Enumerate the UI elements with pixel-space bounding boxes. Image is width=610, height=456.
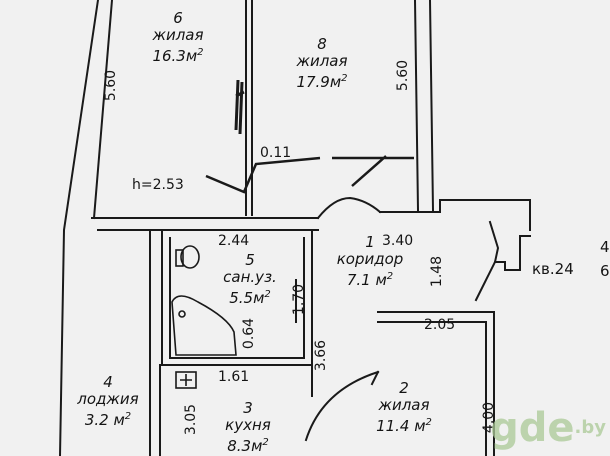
watermark-logo: gde.by bbox=[490, 408, 606, 448]
door-arc-room2 bbox=[304, 370, 380, 442]
room-6-area-sup: 2 bbox=[197, 47, 204, 58]
pen-mark-top bbox=[332, 155, 414, 187]
wall-left-outer bbox=[58, 0, 100, 456]
room-3-name: кухня bbox=[225, 416, 271, 434]
bathtub-icon bbox=[171, 295, 237, 356]
dim-560-right: 5.60 bbox=[395, 59, 412, 92]
door-arc-corridor bbox=[316, 196, 382, 220]
room-2-name: жилая bbox=[378, 396, 430, 414]
room-8-label: 8 жилая 17.9м2 bbox=[282, 36, 362, 91]
room-4-number: 4 bbox=[103, 373, 113, 391]
room-2-area: 11.4 м bbox=[376, 417, 426, 435]
dim-205: 2.05 bbox=[424, 317, 456, 333]
dim-244: 2.44 bbox=[218, 233, 250, 249]
door-swing-right bbox=[474, 260, 497, 302]
room-2-area-sup: 2 bbox=[425, 417, 432, 428]
room-3-number: 3 bbox=[243, 399, 253, 417]
room-8-area-sup: 2 bbox=[341, 73, 348, 84]
room-5-label: 5 сан.уз. 5.5м2 bbox=[210, 252, 290, 307]
room-1-number: 1 bbox=[365, 233, 375, 251]
toilet-icon bbox=[180, 245, 200, 269]
dim-305: 3.05 bbox=[183, 403, 200, 436]
room-6-label: 6 жилая 16.3м2 bbox=[138, 10, 218, 65]
dim-560-left: 5.60 bbox=[103, 69, 120, 102]
wall-room2-top-b bbox=[377, 321, 487, 456]
room-2-label: 2 жилая 11.4 м2 bbox=[364, 380, 444, 435]
room-4-label: 4 лоджия 3.2 м2 bbox=[68, 374, 148, 429]
wall-right-8-inner bbox=[413, 0, 420, 212]
room-4-area: 3.2 м bbox=[84, 411, 125, 429]
edge-fragment-bottom: 6 bbox=[600, 262, 610, 280]
room-8-number: 8 bbox=[317, 35, 327, 53]
room-5-number: 5 bbox=[245, 251, 255, 269]
room-8-name: жилая bbox=[296, 52, 348, 70]
dim-161: 1.61 bbox=[218, 369, 250, 385]
room-5-area: 5.5м bbox=[229, 289, 265, 307]
room-5-area-sup: 2 bbox=[264, 289, 271, 300]
wall-bathroom-inner bbox=[169, 237, 305, 359]
wall-mid-right bbox=[379, 199, 531, 231]
dim-ceiling-height: h=2.53 bbox=[132, 177, 184, 193]
room-6-name: жилая bbox=[152, 26, 204, 44]
wall-right-8-outer bbox=[428, 0, 435, 212]
sink-icon bbox=[175, 371, 197, 389]
room-1-name: коридор bbox=[336, 250, 404, 268]
dim-340: 3.40 bbox=[382, 233, 414, 249]
room-4-name: лоджия bbox=[77, 390, 139, 408]
room-1-area: 7.1 м bbox=[346, 271, 387, 289]
watermark-tld: .by bbox=[574, 417, 606, 438]
room-6-area: 16.3м bbox=[152, 47, 198, 65]
room-8-area: 17.9м bbox=[296, 73, 342, 91]
wall-bathroom bbox=[161, 229, 313, 366]
pen-mark-diagonal bbox=[205, 156, 321, 194]
room-5-name: сан.уз. bbox=[223, 268, 277, 286]
dim-366: 3.66 bbox=[313, 339, 330, 372]
wall-left-inner bbox=[92, 0, 114, 220]
room-3-label: 3 кухня 8.3м2 bbox=[208, 400, 288, 455]
room-3-area: 8.3м bbox=[227, 437, 263, 455]
watermark-text: gde bbox=[490, 405, 575, 451]
dim-148: 1.48 bbox=[429, 255, 446, 288]
dim-170: 1.70 bbox=[291, 283, 308, 316]
room-3-area-sup: 2 bbox=[262, 437, 269, 448]
door-leaf-room2 bbox=[370, 370, 380, 386]
room-2-number: 2 bbox=[399, 379, 409, 397]
room-6-number: 6 bbox=[173, 9, 183, 27]
room-1-label: 1 коридор 7.1 м2 bbox=[330, 234, 410, 289]
dim-064: 0.64 bbox=[241, 317, 258, 350]
room-4-area-sup: 2 bbox=[124, 411, 132, 422]
dim-011: 0.11 bbox=[260, 145, 292, 161]
wall-corridor-right bbox=[488, 220, 531, 271]
pen-mark-vertical bbox=[234, 79, 245, 135]
room-1-area-sup: 2 bbox=[386, 271, 394, 282]
apartment-label: кв.24 bbox=[532, 260, 574, 278]
edge-fragment-top: 4 bbox=[600, 238, 610, 256]
